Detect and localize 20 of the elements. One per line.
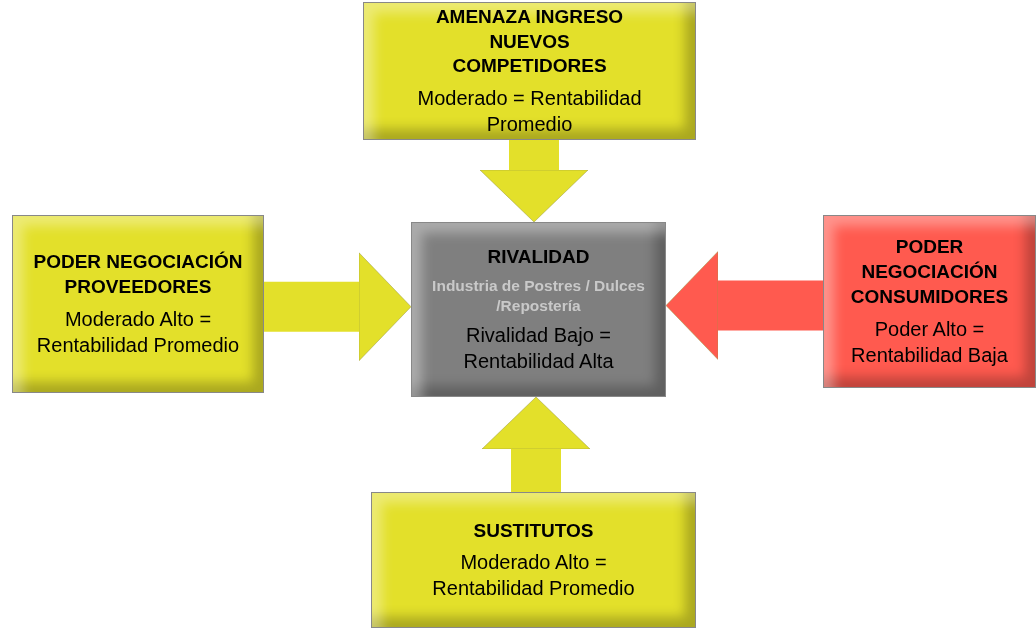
heading: PODER NEGOCIACIÓN CONSUMIDORES bbox=[849, 235, 1010, 309]
block-arrow bbox=[479, 140, 589, 223]
rating-text: Rivalidad Bajo = Rentabilidad Alta bbox=[462, 323, 615, 374]
rating-text: Moderado Alto = Rentabilidad Promedio bbox=[431, 550, 636, 602]
heading: RIVALIDAD bbox=[487, 245, 590, 269]
force-box bbox=[363, 2, 696, 140]
heading: PODER NEGOCIACIÓN PROVEEDORES bbox=[32, 250, 244, 299]
center-box bbox=[411, 222, 666, 397]
block-arrow bbox=[481, 396, 591, 492]
rating-text: Moderado = Rentabilidad Promedio bbox=[416, 86, 643, 138]
rating-text: Moderado Alto = Rentabilidad Promedio bbox=[35, 306, 241, 358]
heading: AMENAZA INGRESO NUEVOS COMPETIDORES bbox=[434, 4, 625, 79]
subtitle: Industria de Postres / Dulces /Repostería bbox=[431, 275, 646, 316]
heading: SUSTITUTOS bbox=[473, 518, 594, 543]
force-box bbox=[12, 215, 264, 393]
block-arrow bbox=[665, 251, 823, 360]
force-box bbox=[371, 492, 696, 628]
block-arrow bbox=[264, 252, 412, 362]
rating-text: Poder Alto = Rentabilidad Baja bbox=[850, 316, 1009, 368]
force-box bbox=[823, 215, 1036, 388]
